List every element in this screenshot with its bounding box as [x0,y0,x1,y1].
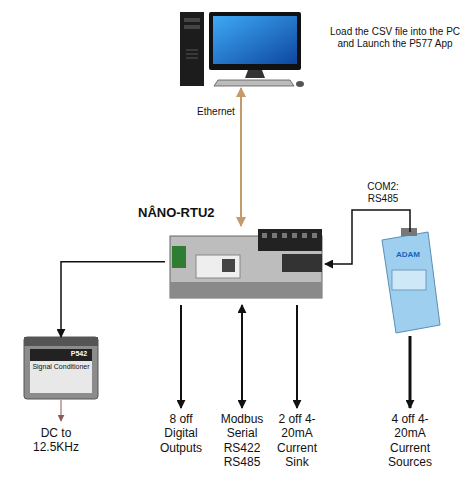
node-text: P542 [64,350,94,358]
signal-label: 4 off 4-20mA Current Sources [383,412,437,470]
terminal-block [258,229,322,251]
keyboard [214,80,294,86]
device-node: P542Signal Conditioner [24,337,98,399]
terminal-screw [302,233,307,238]
connector-label: Ethernet [192,106,240,118]
leader-line [241,305,243,408]
terminal-screw [262,233,267,238]
signal-label: 8 off Digital Outputs [158,412,204,455]
vent-line [186,54,198,55]
front-panel [196,255,240,278]
adam-module [382,232,440,333]
connector-label: COM2: RS485 [360,181,406,205]
drive-bay [184,18,200,22]
terminal-screw [282,233,287,238]
node-text: Signal Conditioner [30,363,92,371]
terminal-block [282,254,322,272]
leader-line [61,400,62,421]
terminal-screw [312,233,317,238]
ethernet-port [222,259,235,272]
leader-line [296,305,298,408]
device-node: NÂNO-RTU2 [165,226,325,302]
connector [61,262,165,337]
leader-line [180,305,182,408]
monitor-screen [213,16,297,64]
leader-line [409,336,412,408]
terminal-screw [292,233,297,238]
monitor-bezel [209,12,301,70]
module-label [392,270,426,290]
terminal-screw [272,233,277,238]
mouse [296,81,304,87]
conditioner-label [30,361,92,393]
conditioner-top [24,337,98,346]
connector [240,88,242,226]
node-text: NÂNO-RTU2 [138,205,238,221]
monitor-stand [245,70,265,78]
signal-label: 2 off 4-20mA Current Sink [271,412,323,470]
green-terminal [172,246,186,268]
connector [325,210,410,264]
signal-label: Modbus Serial RS422 RS485 [219,412,265,470]
din-base [170,282,322,298]
vent-line [186,50,198,51]
pc-tower [180,12,204,86]
drive-bay [184,25,200,29]
device-node: Load the CSV file into the PC and Launch… [178,10,304,88]
node-text: ADAM [388,250,428,260]
vent-line [186,58,198,59]
device-node: ADAM [380,232,440,332]
conditioner-body [24,337,98,399]
db9-connector [401,228,417,236]
signal-label: DC to 12.5KHz [26,426,86,455]
note-text: Load the CSV file into the PC and Launch… [325,26,465,50]
